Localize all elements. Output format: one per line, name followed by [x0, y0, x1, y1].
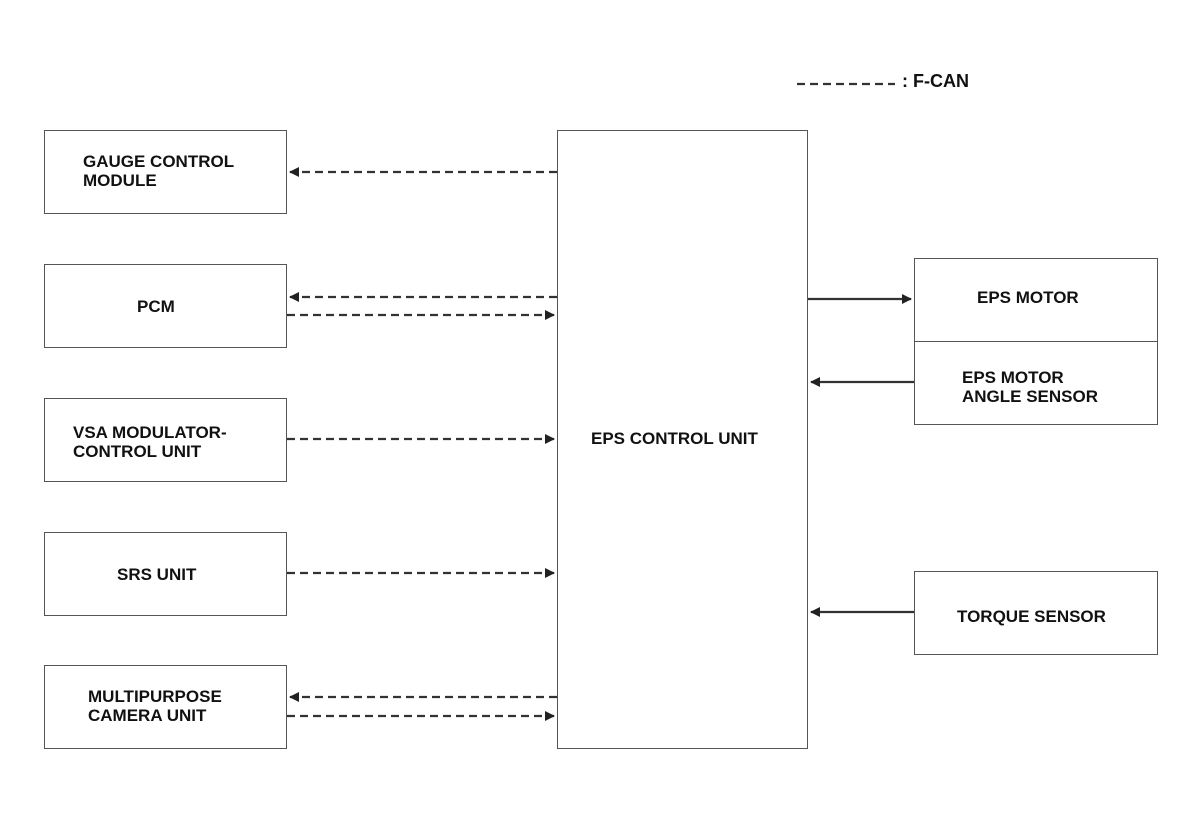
- torque-sensor-label: TORQUE SENSOR: [957, 607, 1106, 626]
- eps-control-unit-box: [557, 130, 808, 749]
- multipurpose-camera-unit-label: MULTIPURPOSE CAMERA UNIT: [88, 687, 222, 725]
- gauge-control-module-box: [44, 130, 287, 214]
- pcm-box: [44, 264, 287, 348]
- pcm-label: PCM: [137, 297, 175, 316]
- multipurpose-camera-unit-box: [44, 665, 287, 749]
- eps-control-unit-label: EPS CONTROL UNIT: [591, 429, 758, 448]
- eps-motor-angle-sensor-box: [914, 341, 1158, 425]
- eps-motor-label: EPS MOTOR: [977, 288, 1079, 307]
- srs-unit-box: [44, 532, 287, 616]
- srs-unit-label: SRS UNIT: [117, 565, 197, 584]
- vsa-modulator-control-unit-box: [44, 398, 287, 482]
- eps-motor-angle-sensor-label: EPS MOTOR ANGLE SENSOR: [962, 368, 1099, 406]
- vsa-modulator-control-unit-label: VSA MODULATOR- CONTROL UNIT: [73, 423, 227, 461]
- torque-sensor-box: [914, 571, 1158, 655]
- gauge-control-module-label: GAUGE CONTROL MODULE: [83, 152, 235, 190]
- eps-motor-box: [914, 258, 1158, 342]
- legend-label: : F-CAN: [902, 71, 969, 91]
